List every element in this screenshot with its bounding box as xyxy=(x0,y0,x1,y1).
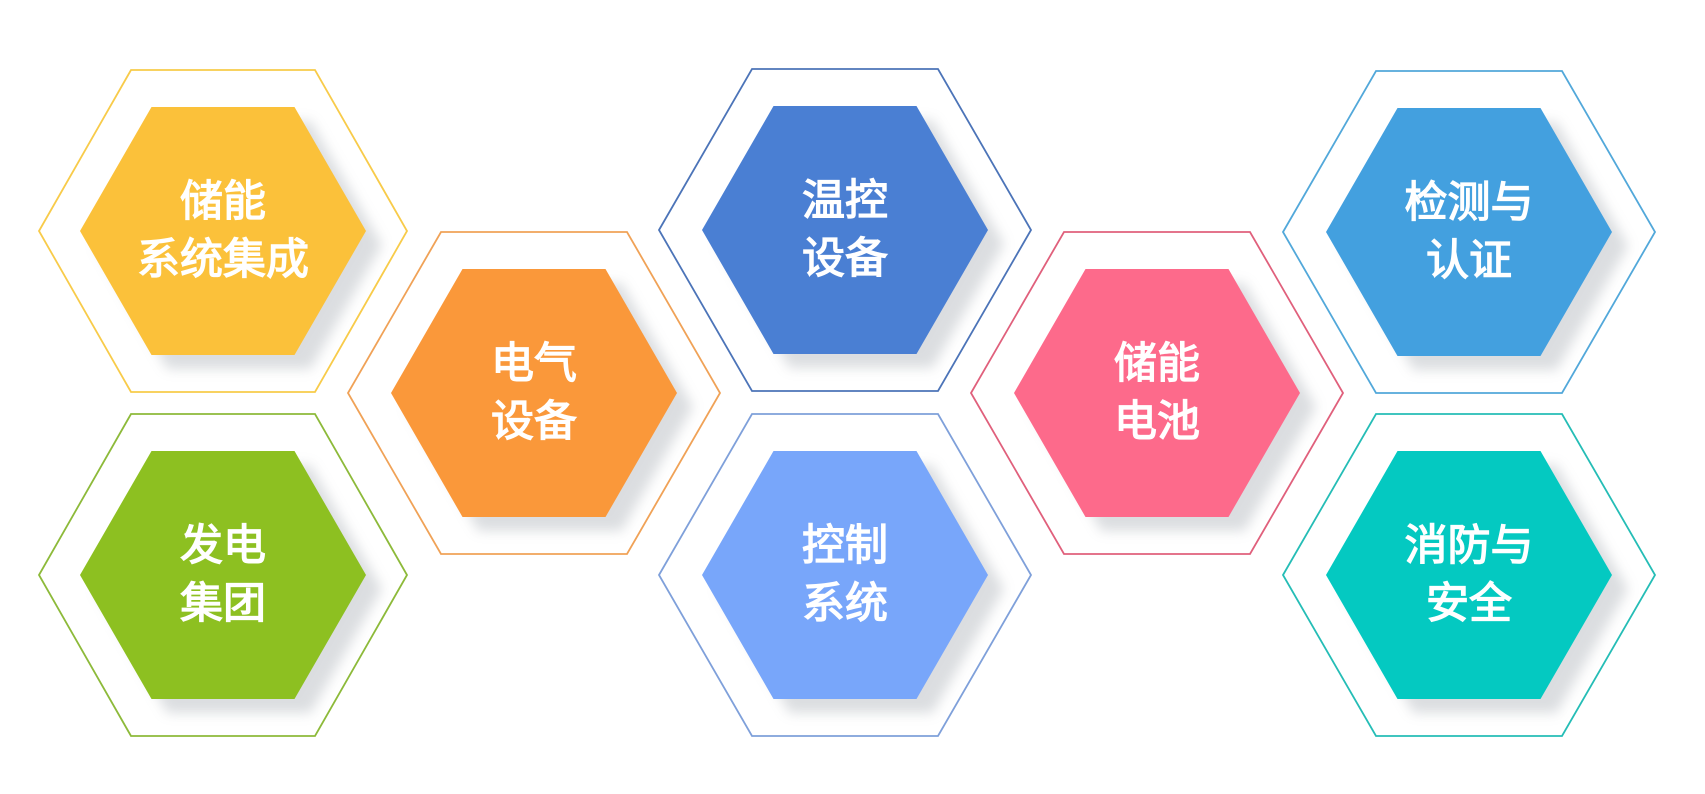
hexagon-label-line: 检测与 xyxy=(1405,178,1534,228)
hexagon-label-line: 设备 xyxy=(491,397,578,447)
hexagon-label-line: 安全 xyxy=(1426,579,1513,629)
hexagon-fill xyxy=(1326,451,1612,699)
hexagon-label-line: 认证 xyxy=(1426,236,1512,286)
hexagon-fill xyxy=(1326,108,1612,356)
hexagon-label-line: 系统集成 xyxy=(137,235,309,285)
hexagon-label-line: 控制 xyxy=(802,521,888,571)
hexagon-label-line: 系统 xyxy=(802,579,888,629)
hexagon-fill xyxy=(80,451,366,699)
hexagon-label-line: 电气 xyxy=(491,339,577,389)
hexagon-fill xyxy=(80,107,366,355)
hexagon-label-line: 储能 xyxy=(180,177,266,227)
hexagon-fill xyxy=(391,269,677,517)
hexagon-label-line: 电池 xyxy=(1114,397,1200,447)
hexagon-fill xyxy=(702,451,988,699)
hexagon-fill xyxy=(702,106,988,354)
hexagon-label-line: 设备 xyxy=(802,234,889,284)
hexagon-label-line: 消防与 xyxy=(1405,521,1534,571)
hexagon-label-line: 储能 xyxy=(1114,339,1200,389)
hexagon-fill xyxy=(1014,269,1300,517)
hexagon-label-line: 温控 xyxy=(802,176,888,226)
hexagon-label-line: 集团 xyxy=(179,579,266,629)
hexagon-label-line: 发电 xyxy=(180,521,266,571)
